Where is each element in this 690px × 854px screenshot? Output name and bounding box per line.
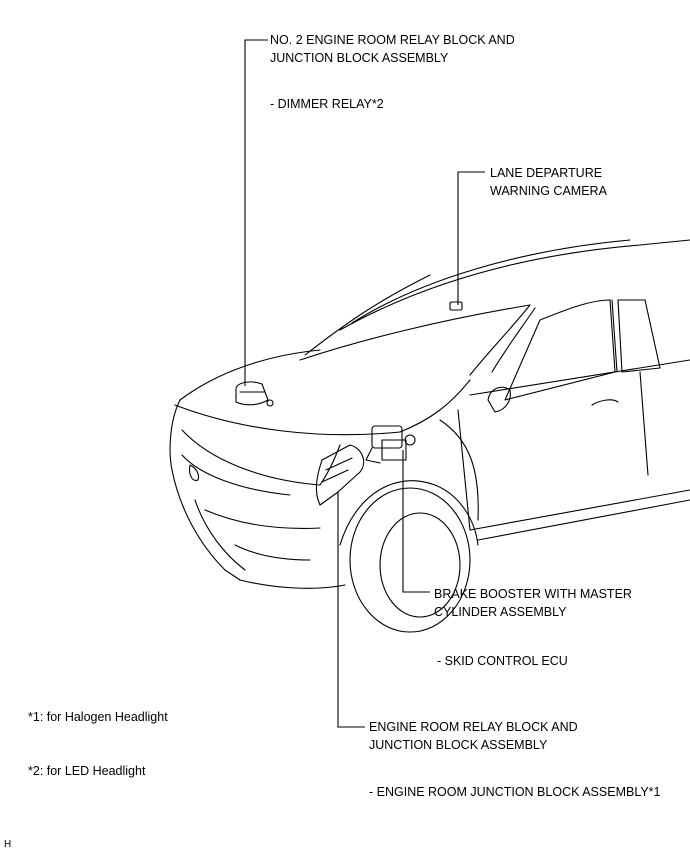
a-pillar-inner — [491, 307, 536, 373]
relay-block-main-shape — [315, 444, 365, 506]
bumper-bottom — [239, 579, 346, 589]
body-belt-line — [469, 359, 690, 396]
windshield-upper — [304, 274, 431, 356]
label-relay-main: ENGINE ROOM RELAY BLOCK AND JUNCTION BLO… — [369, 718, 578, 754]
label-brake-line1: BRAKE BOOSTER WITH MASTER — [434, 587, 632, 601]
roof-line — [339, 239, 690, 331]
label-camera-line2: WARNING CAMERA — [490, 184, 607, 198]
a-pillar — [469, 304, 531, 376]
label-no2-line1: NO. 2 ENGINE ROOM RELAY BLOCK AND — [270, 33, 515, 47]
label-no2-relay-block: NO. 2 ENGINE ROOM RELAY BLOCK AND JUNCTI… — [270, 31, 515, 67]
rocker-line — [477, 499, 690, 541]
label-skid-control: - SKID CONTROL ECU — [437, 652, 568, 670]
label-no2-line2: JUNCTION BLOCK ASSEMBLY — [270, 51, 449, 65]
b-pillar — [611, 299, 618, 373]
label-dimmer-text: - DIMMER RELAY*2 — [270, 97, 384, 111]
label-skid-text: - SKID CONTROL ECU — [437, 654, 568, 668]
camera-shape — [449, 301, 463, 311]
front-outline — [169, 399, 241, 581]
front-tire — [349, 487, 471, 633]
leader-relay-main — [337, 492, 365, 728]
label-brake-booster: BRAKE BOOSTER WITH MASTER CYLINDER ASSEM… — [434, 585, 632, 621]
windshield-line — [299, 304, 531, 361]
label-relay-main-line2: JUNCTION BLOCK ASSEMBLY — [369, 738, 548, 752]
note-led-text: *2: for LED Headlight — [28, 764, 146, 778]
label-junction-text: - ENGINE ROOM JUNCTION BLOCK ASSEMBLY*1 — [369, 785, 661, 799]
hood-front — [174, 404, 401, 436]
headlight-outline — [181, 429, 341, 486]
rear-window — [617, 299, 661, 373]
leader-camera — [457, 171, 485, 305]
label-brake-line2: CYLINDER ASSEMBLY — [434, 605, 567, 619]
hood-side — [399, 379, 471, 433]
roof-inner-line — [351, 239, 631, 324]
lower-intake — [234, 544, 311, 561]
label-camera-line1: LANE DEPARTURE — [490, 166, 603, 180]
label-dimmer-relay: - DIMMER RELAY*2 — [270, 95, 384, 113]
note-halogen-text: *1: for Halogen Headlight — [28, 710, 168, 724]
front-window — [504, 299, 616, 401]
fender-line — [439, 419, 479, 521]
corner-mark-text: H — [4, 839, 12, 850]
leader-brake — [402, 450, 430, 593]
leader-relay-no2 — [244, 39, 268, 386]
door-bottom — [469, 489, 690, 531]
label-junction-block: - ENGINE ROOM JUNCTION BLOCK ASSEMBLY*1 — [369, 783, 661, 801]
grille-upper — [181, 454, 291, 496]
door-handle — [591, 399, 619, 406]
door-line-rear — [639, 371, 649, 476]
side-mirror — [487, 386, 511, 413]
note-led: *2: for LED Headlight — [28, 762, 145, 780]
front-emblem — [189, 464, 200, 481]
note-halogen: *1: for Halogen Headlight — [28, 708, 168, 726]
door-front-edge — [457, 409, 471, 531]
grille-lower — [194, 499, 246, 571]
wheel-arch — [339, 480, 479, 546]
brake-booster-shape — [365, 425, 416, 464]
relay-block-no2-shape — [235, 381, 274, 407]
hood-line — [179, 349, 321, 401]
label-camera: LANE DEPARTURE WARNING CAMERA — [490, 164, 607, 200]
label-relay-main-line1: ENGINE ROOM RELAY BLOCK AND — [369, 720, 578, 734]
front-rim — [379, 512, 461, 618]
corner-mark: H — [4, 836, 11, 854]
bumper-line — [204, 509, 321, 529]
